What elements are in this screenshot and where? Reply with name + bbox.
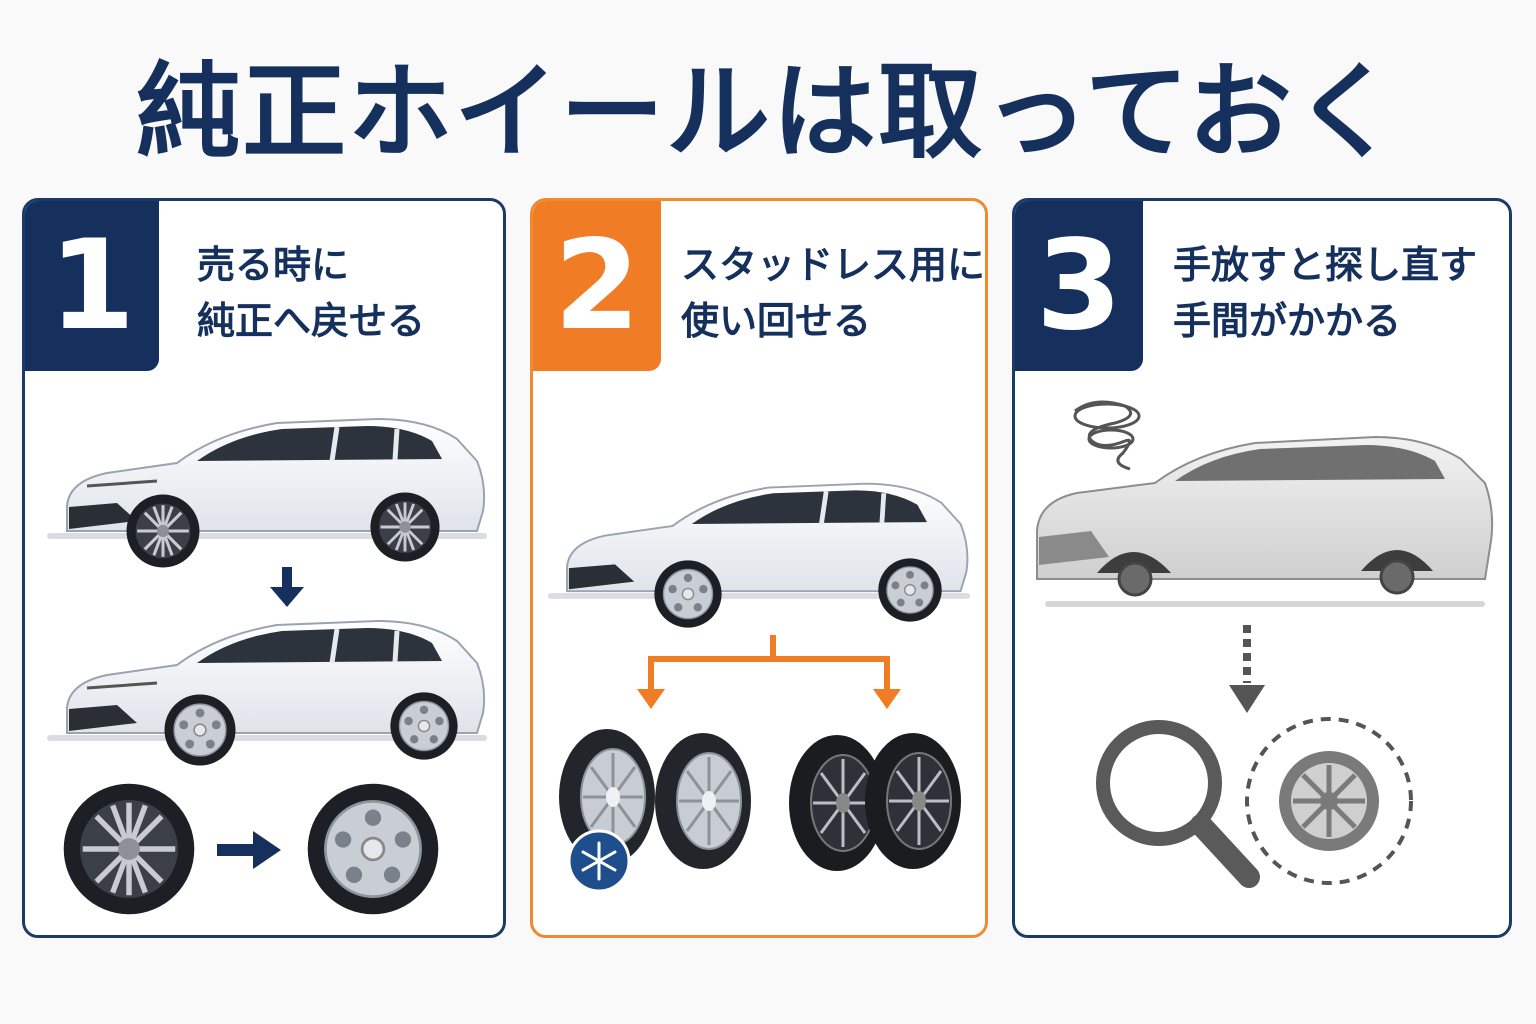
car-stock-wheels — [548, 484, 970, 629]
panel-3-caption: 手放すと探し直す 手間がかかる — [1173, 237, 1477, 349]
summer-tire-set — [787, 731, 963, 873]
panel-2: 2 スタッドレス用に 使い回せる — [530, 198, 988, 938]
stock-wheel-tire — [306, 782, 440, 916]
panel-1-caption-line2: 純正へ戻せる — [197, 299, 426, 343]
panel-1-caption: 売る時に 純正へ戻せる — [197, 237, 425, 349]
car-aftermarket-wheels — [47, 419, 487, 569]
panel-1-caption-line1: 売る時に — [197, 243, 350, 287]
snowflake-icon — [567, 829, 631, 893]
dotted-arrow-down-icon — [1229, 625, 1265, 713]
arrow-down-icon — [270, 567, 304, 607]
panel-3-number: 3 — [1015, 201, 1143, 371]
magnifier-icon — [1096, 720, 1260, 888]
panel-3-caption-line2: 手間がかかる — [1173, 299, 1402, 343]
panel-2-number: 2 — [533, 201, 661, 371]
car-no-wheels — [1036, 435, 1494, 607]
panel-2-illustration — [533, 201, 988, 893]
panel-3: 3 手放すと探し直す 手間がかかる — [1012, 198, 1512, 938]
panel-1: 1 売る時に 純正へ戻せる — [22, 198, 506, 938]
arrow-right-icon — [217, 831, 281, 869]
panel-1-illustration — [25, 201, 506, 938]
panel-3-caption-line1: 手放すと探し直す — [1173, 243, 1478, 287]
confused-swirl-icon — [1073, 400, 1141, 471]
panel-2-caption: スタッドレス用に 使い回せる — [681, 237, 985, 349]
page-title: 純正ホイールは取っておく — [136, 51, 1400, 173]
car-stock-wheels — [47, 621, 487, 767]
panel-1-number: 1 — [25, 201, 159, 371]
panel-2-caption-line1: スタッドレス用に — [681, 243, 986, 287]
missing-wheel-icon — [1245, 717, 1413, 885]
panel-2-caption-line2: 使い回せる — [681, 299, 872, 343]
split-arrow-icon — [648, 635, 890, 691]
panel-3-illustration — [1036, 400, 1494, 888]
aftermarket-wheel — [64, 784, 195, 915]
